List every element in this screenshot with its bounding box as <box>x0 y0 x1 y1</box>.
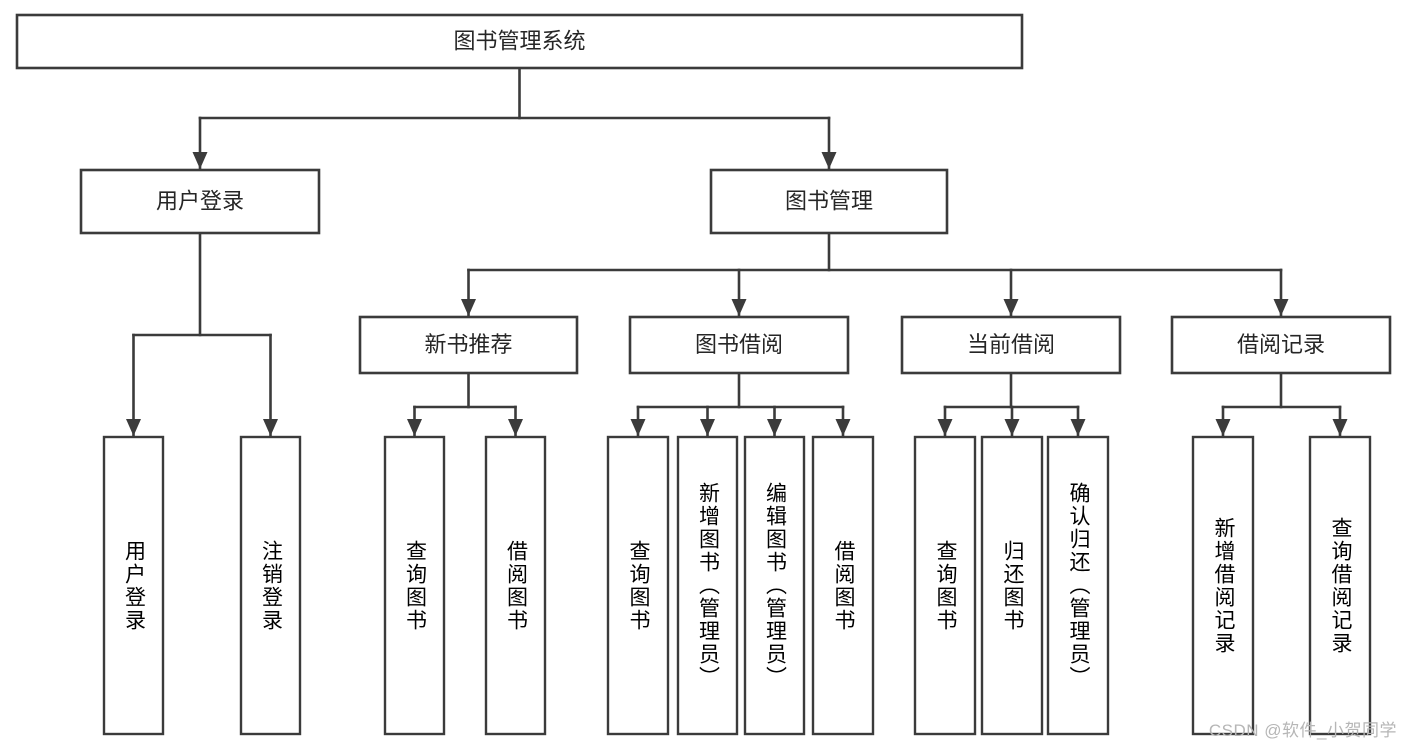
node-label-wrapper: 新增借阅记录 <box>1212 516 1235 655</box>
node-label-wrapper: 查询借阅记录 <box>1329 516 1352 655</box>
node-label: 编辑图书（管理员） <box>763 482 787 689</box>
node-label: 用户登录 <box>156 188 244 213</box>
node-box[interactable] <box>15 13 1024 70</box>
arrow-head-icon <box>731 299 747 316</box>
node-box[interactable] <box>900 315 1122 375</box>
node-label: 查询图书 <box>627 539 650 632</box>
node-label: 确认归还（管理员） <box>1067 482 1090 689</box>
node-box[interactable] <box>1170 315 1392 375</box>
arrow-head-icon <box>508 419 523 436</box>
arrow-head-icon <box>1070 419 1086 436</box>
node-label-wrapper: 查询图书 <box>934 539 957 632</box>
node-label: 新增借阅记录 <box>1212 516 1235 655</box>
node-leaf-user-logout[interactable]: 注销登录 <box>239 435 302 736</box>
node-leaf-query-book-3[interactable]: 查询图书 <box>913 435 977 736</box>
node-label-wrapper: 借阅图书 <box>504 539 528 632</box>
node-leaf-edit-book[interactable]: 编辑图书（管理员） <box>743 435 806 736</box>
node-leaf-borrow-book-1[interactable]: 借阅图书 <box>484 435 547 736</box>
node-box[interactable] <box>1046 435 1110 736</box>
node-box[interactable] <box>1308 435 1372 736</box>
arrow-head-icon <box>1273 299 1289 316</box>
arrow-head-icon <box>263 419 278 436</box>
node-label: 查询图书 <box>934 539 957 632</box>
node-box[interactable] <box>358 315 579 375</box>
node-leaf-query-book-1[interactable]: 查询图书 <box>383 435 446 736</box>
node-label: 借阅记录 <box>1237 332 1325 357</box>
arrow-head-icon <box>700 419 715 436</box>
node-label-wrapper: 确认归还（管理员） <box>1067 482 1090 689</box>
node-label: 图书借阅 <box>695 332 783 357</box>
watermark-label: CSDN @软件_小贺同学 <box>1208 721 1397 740</box>
node-label-wrapper: 用户登录 <box>122 539 146 632</box>
node-book-borrow[interactable]: 图书借阅 <box>628 315 850 375</box>
node-label: 当前借阅 <box>967 332 1055 357</box>
node-box[interactable] <box>913 435 977 736</box>
node-label-wrapper: 编辑图书（管理员） <box>763 482 787 689</box>
node-label: 查询图书 <box>403 539 427 632</box>
node-box[interactable] <box>980 435 1044 736</box>
node-label-wrapper: 借阅图书 <box>832 539 855 632</box>
arrow-head-icon <box>767 419 782 436</box>
node-leaf-borrow-book-2[interactable]: 借阅图书 <box>811 435 875 736</box>
arrow-head-icon <box>1215 419 1231 436</box>
arrow-head-icon <box>126 419 141 436</box>
node-box[interactable] <box>79 168 321 235</box>
arrow-head-icon <box>821 152 837 169</box>
node-label: 查询借阅记录 <box>1329 516 1352 655</box>
node-box[interactable] <box>676 435 739 736</box>
arrow-head-icon <box>192 152 208 169</box>
node-label: 借阅图书 <box>832 539 855 632</box>
arrow-head-icon <box>461 299 476 316</box>
arrow-head-icon <box>1004 419 1020 436</box>
node-label-wrapper: 查询图书 <box>627 539 650 632</box>
node-box[interactable] <box>628 315 850 375</box>
arrow-head-icon <box>1332 419 1348 436</box>
node-box[interactable] <box>484 435 547 736</box>
node-box[interactable] <box>383 435 446 736</box>
node-box[interactable] <box>239 435 302 736</box>
node-box[interactable] <box>743 435 806 736</box>
arrow-head-icon <box>407 419 422 436</box>
node-label: 新书推荐 <box>424 332 512 357</box>
node-leaf-user-login[interactable]: 用户登录 <box>102 435 165 736</box>
node-box[interactable] <box>102 435 165 736</box>
node-label: 注销登录 <box>259 539 283 632</box>
node-label-wrapper: 查询图书 <box>403 539 427 632</box>
node-box[interactable] <box>606 435 670 736</box>
node-box[interactable] <box>1191 435 1255 736</box>
node-leaf-return-book[interactable]: 归还图书 <box>980 435 1044 736</box>
arrow-head-icon <box>835 419 851 436</box>
node-box[interactable] <box>709 168 949 235</box>
arrow-head-icon <box>630 419 646 436</box>
node-label: 图书管理 <box>785 188 873 213</box>
arrow-head-icon <box>937 419 953 436</box>
node-leaf-confirm-return[interactable]: 确认归还（管理员） <box>1046 435 1110 736</box>
node-leaf-query-book-2[interactable]: 查询图书 <box>606 435 670 736</box>
node-root-root[interactable]: 图书管理系统 <box>15 13 1024 70</box>
node-current-borrow[interactable]: 当前借阅 <box>900 315 1122 375</box>
node-label: 归还图书 <box>1001 539 1024 632</box>
node-label-wrapper: 归还图书 <box>1001 539 1024 632</box>
node-label: 图书管理系统 <box>453 28 585 53</box>
node-borrow-record[interactable]: 借阅记录 <box>1170 315 1392 375</box>
node-leaf-add-book[interactable]: 新增图书（管理员） <box>676 435 739 736</box>
node-label-wrapper: 注销登录 <box>259 539 283 632</box>
node-layer: 图书管理系统用户登录图书管理新书推荐图书借阅当前借阅借阅记录用户登录注销登录查询… <box>15 13 1392 736</box>
arrow-head-icon <box>1003 299 1019 316</box>
node-label-wrapper: 新增图书（管理员） <box>696 482 720 689</box>
node-book-manage[interactable]: 图书管理 <box>709 168 949 235</box>
node-user-login[interactable]: 用户登录 <box>79 168 321 235</box>
node-box[interactable] <box>811 435 875 736</box>
node-label: 用户登录 <box>122 539 146 632</box>
node-new-book-recommend[interactable]: 新书推荐 <box>358 315 579 375</box>
node-leaf-query-record[interactable]: 查询借阅记录 <box>1308 435 1372 736</box>
node-label: 新增图书（管理员） <box>696 482 720 689</box>
node-label: 借阅图书 <box>504 539 528 632</box>
connector-layer <box>126 66 1348 438</box>
node-leaf-add-record[interactable]: 新增借阅记录 <box>1191 435 1255 736</box>
